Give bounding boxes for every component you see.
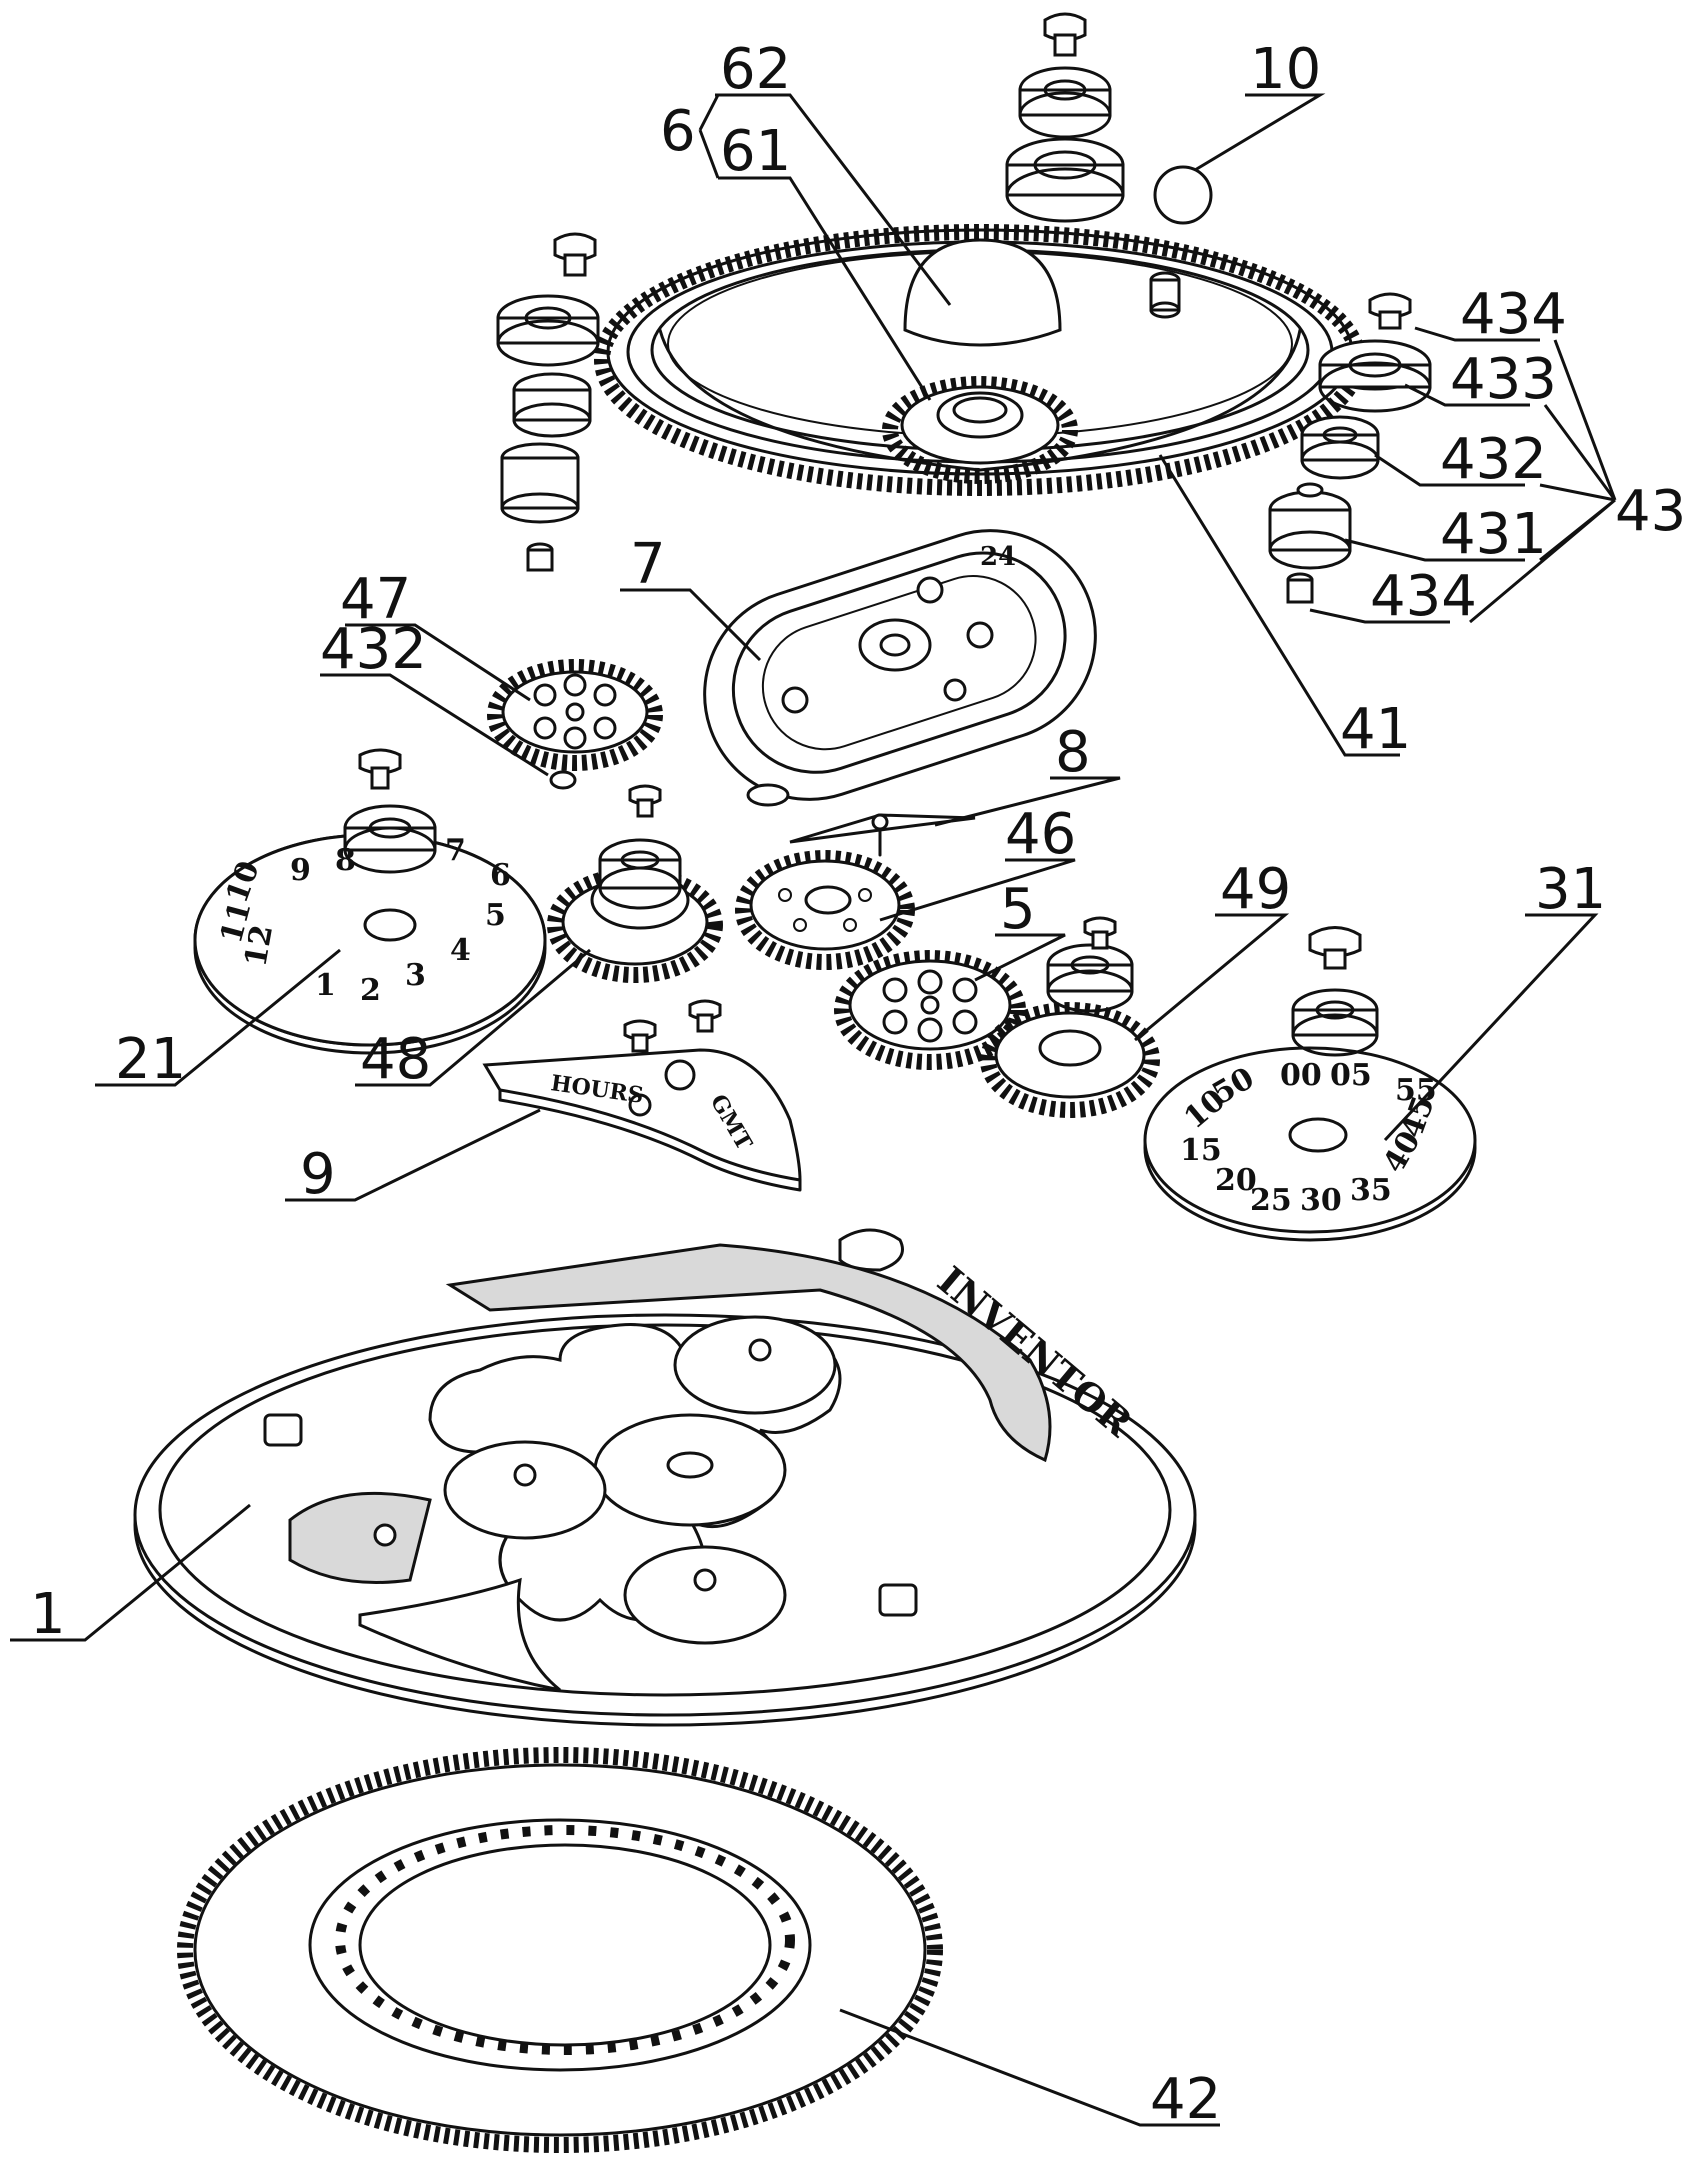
minute-numeral: 05	[1330, 1058, 1372, 1093]
minute-numeral: 30	[1300, 1183, 1342, 1218]
label-42: 42	[1150, 2067, 1221, 2132]
hour-numeral: 1	[315, 968, 336, 1003]
label-8: 8	[1055, 720, 1091, 785]
gear-48	[555, 786, 715, 975]
label-431: 431	[1440, 502, 1547, 567]
label-43: 43	[1615, 479, 1685, 544]
label-7: 7	[630, 532, 666, 597]
ring-pin	[1151, 273, 1179, 317]
gear-46	[743, 858, 907, 962]
gear-47	[495, 667, 655, 788]
engraving-gmt-scale: 24	[980, 542, 1016, 572]
hour-numeral: 8	[335, 843, 356, 878]
label-61: 61	[720, 119, 791, 184]
label-434-top: 434	[1460, 282, 1567, 347]
label-432-left: 432	[320, 617, 427, 682]
label-5: 5	[1000, 877, 1036, 942]
label-48: 48	[360, 1027, 431, 1092]
label-6: 6	[660, 99, 696, 164]
label-46: 46	[1005, 802, 1076, 867]
label-433: 433	[1450, 347, 1557, 412]
minute-numeral: 25	[1250, 1183, 1292, 1218]
main-plate-1	[135, 1230, 1195, 1725]
left-bearing-stack	[498, 234, 598, 570]
hour-numeral: 3	[405, 958, 426, 993]
label-1: 1	[30, 1582, 66, 1647]
minute-numeral: 00	[1280, 1058, 1322, 1093]
label-41: 41	[1340, 697, 1411, 762]
hour-numeral: 6	[490, 858, 511, 893]
dome-62	[905, 240, 1060, 345]
hour-numeral: 4	[450, 933, 471, 968]
label-9: 9	[300, 1142, 336, 1207]
label-49: 49	[1220, 857, 1291, 922]
label-62: 62	[720, 37, 791, 102]
hour-numeral: 5	[485, 898, 506, 933]
ring-gear-42	[185, 1755, 935, 2145]
label-21: 21	[115, 1027, 186, 1092]
label-434-bottom: 434	[1370, 564, 1477, 629]
label-10: 10	[1250, 37, 1321, 102]
hour-numeral: 7	[445, 833, 466, 868]
hour-numeral: 2	[360, 973, 381, 1008]
gear-61	[890, 384, 1070, 476]
label-31: 31	[1535, 857, 1606, 922]
label-432-right: 432	[1440, 427, 1547, 492]
top-bearing-stack	[1007, 14, 1123, 221]
hour-numeral: 9	[290, 853, 311, 888]
ball-10	[1155, 167, 1211, 223]
minute-numeral: 35	[1350, 1173, 1392, 1208]
